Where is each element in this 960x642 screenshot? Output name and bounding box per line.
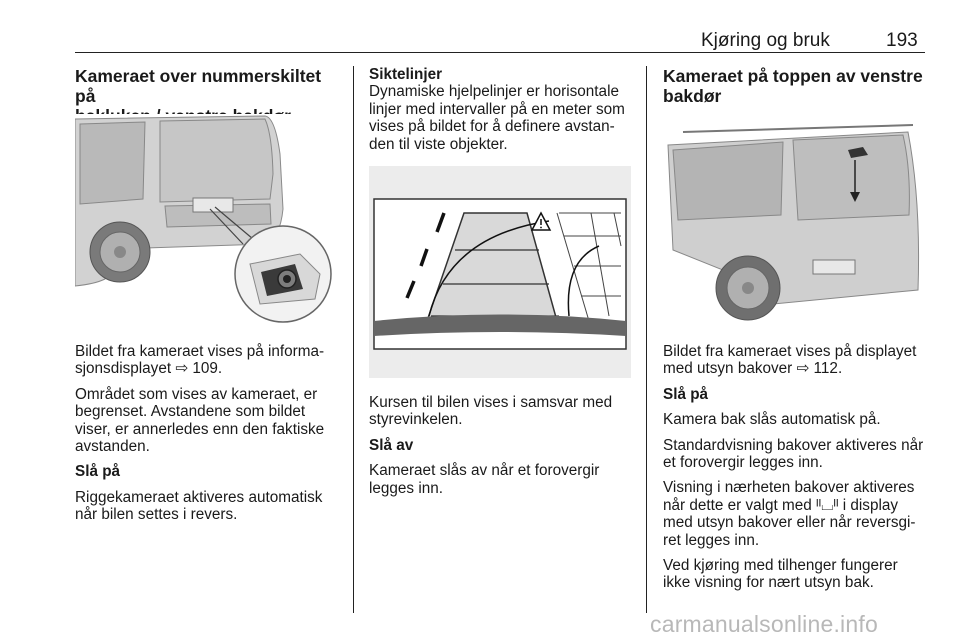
column-3: Kameraet på toppen av venstre bakdør [663, 66, 927, 106]
column-2-body: Kursen til bilen vises i samsvar med sty… [369, 394, 635, 505]
license-plate-camera-illustration [75, 114, 335, 326]
header-rule [75, 52, 925, 53]
column-1-body: Bildet fra kameraet vises på informa-sjo… [75, 343, 343, 532]
guideline-display-illustration [369, 166, 631, 378]
paragraph: Kursen til bilen vises i samsvar med sty… [369, 394, 613, 429]
subheading: Siktelinjer [369, 66, 443, 83]
running-header-title: Kjøring og bruk [701, 30, 830, 51]
paragraph: Visning i nærheten bakover aktiveres når… [663, 479, 916, 549]
column-divider-2 [646, 66, 647, 613]
column-2: Siktelinjer Dynamiske hjelpelinjer er ho… [369, 66, 635, 161]
subheading: Slå av [369, 436, 414, 454]
paragraph: Området som vises av kameraet, er begren… [75, 385, 325, 456]
paragraph: Kameraet slås av når et forovergir legge… [369, 462, 600, 497]
paragraph: Bildet fra kameraet vises på informa-sjo… [75, 343, 325, 378]
column-3-body: Bildet fra kameraet vises på displayet m… [663, 343, 929, 600]
section-heading: Kameraet på toppen av venstre bakdør [663, 66, 923, 106]
paragraph: Standardvisning bakover aktiveres når et… [663, 436, 924, 472]
paragraph: Dynamiske hjelpelinjer er horisontale li… [369, 83, 625, 153]
paragraph: Kamera bak slås automatisk på. [663, 411, 881, 429]
column-divider-1 [353, 66, 354, 613]
watermark-text: carmanualsonline.info [650, 611, 878, 637]
paragraph: Riggekameraet aktiveres automatisk når b… [75, 488, 323, 524]
subheading: Slå på [663, 385, 709, 403]
subheading: Slå på [75, 463, 121, 481]
paragraph: Bildet fra kameraet vises på displayet m… [663, 343, 917, 378]
page-number: 193 [886, 30, 918, 51]
roof-camera-illustration [663, 120, 925, 332]
paragraph: Ved kjøring med tilhenger fungerer ikke … [663, 557, 898, 592]
